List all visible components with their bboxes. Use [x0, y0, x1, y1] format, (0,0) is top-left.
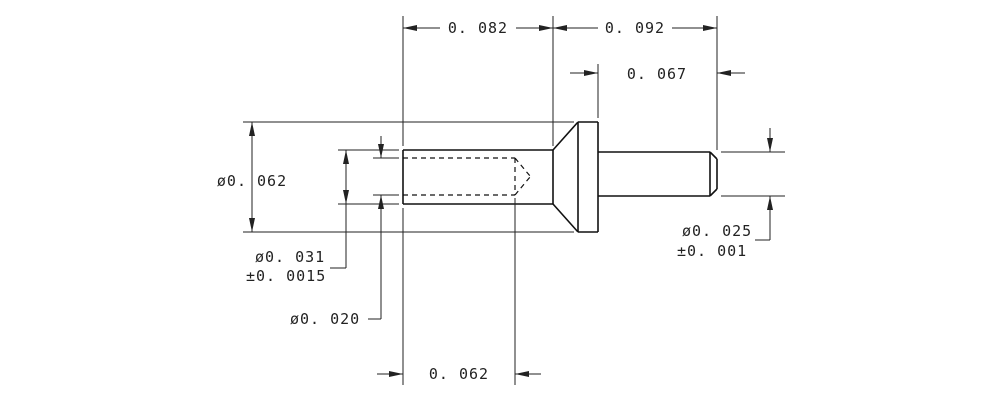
part-outline: [402, 121, 718, 233]
dimension-0-092: 0. 092: [553, 19, 717, 37]
dimension-label-0-067: 0. 067: [627, 65, 687, 83]
hidden-bore: [403, 157, 531, 196]
dimension-dia-0-031: ø0. 031 ±0. 0015: [246, 150, 349, 285]
dimension-dia-0-025: ø0. 025 ±0. 001: [677, 128, 773, 260]
dimension-0-067: 0. 067: [570, 65, 745, 83]
dimension-label-dia-0-025: ø0. 025: [682, 222, 752, 240]
dimension-label-0-062-bottom: 0. 062: [429, 365, 489, 383]
dimension-dia-0-062: ø0. 062: [214, 122, 289, 232]
dimension-label-dia-0-020: ø0. 020: [290, 310, 360, 328]
extension-lines: [243, 16, 785, 385]
dimension-label-0-092: 0. 092: [605, 19, 665, 37]
dimension-label-dia-0-062: ø0. 062: [217, 172, 287, 190]
dimension-label-dia-0-031: ø0. 031: [255, 248, 325, 266]
dimension-tolerance-0-001: ±0. 001: [677, 242, 747, 260]
dimension-label-0-082: 0. 082: [448, 19, 508, 37]
dimension-0-062-bottom: 0. 062: [377, 365, 541, 383]
dimension-0-082: 0. 082: [403, 19, 553, 37]
dimension-dia-0-020: ø0. 020: [290, 136, 384, 328]
dimension-tolerance-0-0015: ±0. 0015: [246, 267, 326, 285]
